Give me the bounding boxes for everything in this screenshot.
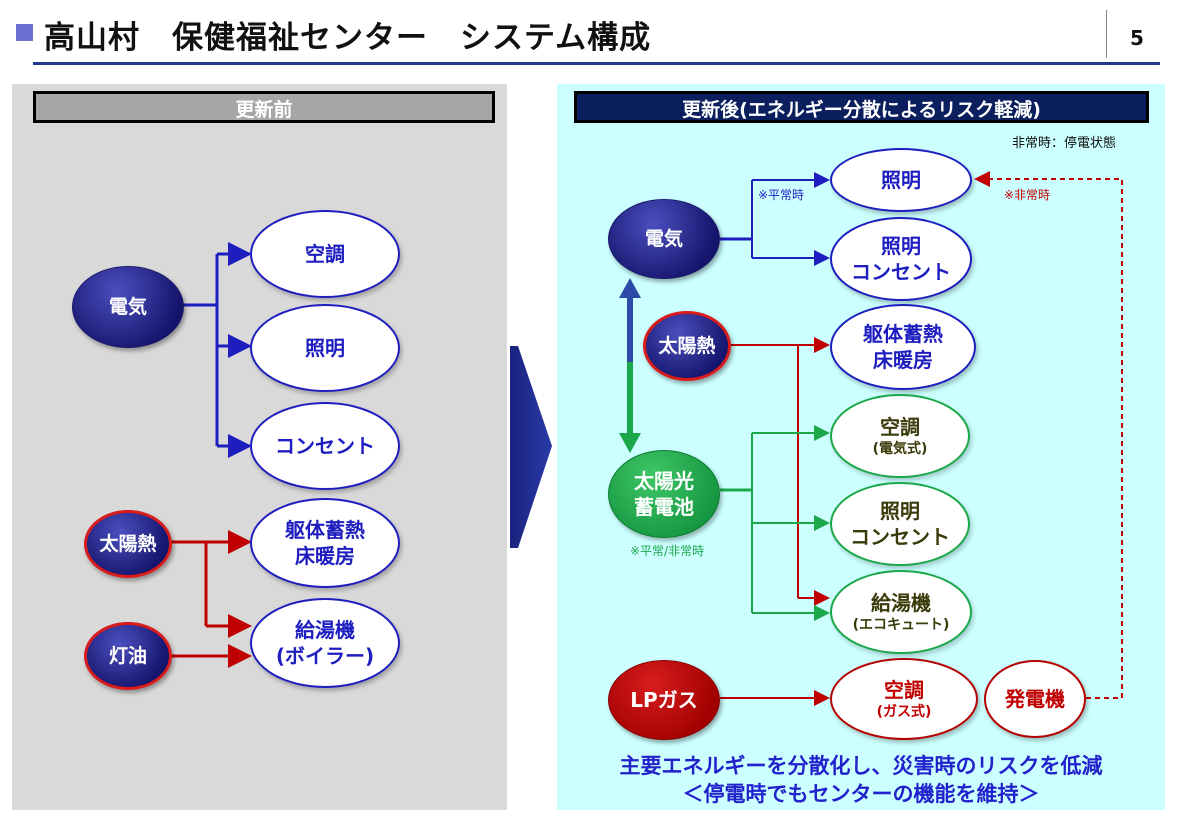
slide-title: 高山村 保健福祉センター システム構成 xyxy=(44,20,652,56)
generator-emergency-connector xyxy=(974,171,1123,699)
after-source-solar-heat: 太陽熱 xyxy=(643,311,731,381)
emergency-state-note: 非常時：停電状態 xyxy=(1012,136,1117,151)
before-header: 更新前 xyxy=(33,91,495,123)
summary-line-1: 主要エネルギーを分散化し、災害時のリスクを低減 xyxy=(619,754,1103,778)
after-target-aircon-electric: 空調 (電気式) xyxy=(830,394,970,478)
after-solar-heat-connectors xyxy=(730,337,830,606)
label: 発電機 xyxy=(1005,687,1065,711)
before-electricity-connectors xyxy=(183,242,252,458)
title-underline xyxy=(33,62,1160,65)
label-line2: コンセント xyxy=(851,260,951,284)
label-line1: 照明 xyxy=(880,499,920,523)
label-line1: 給湯機 xyxy=(871,590,931,615)
label-line1: 照明 xyxy=(881,234,921,258)
after-source-lpgas: LPガス xyxy=(608,660,720,740)
label-line1: 躯体蓄熱 xyxy=(863,322,943,346)
label-line2: 床暖房 xyxy=(295,544,355,568)
after-target-aircon-gas: 空調 (ガス式) xyxy=(830,658,978,740)
after-target-lighting-outlet-pv: 照明 コンセント xyxy=(830,482,970,566)
before-source-electricity: 電気 xyxy=(72,266,184,348)
normal-time-label: ※平常時 xyxy=(758,188,805,202)
label: 太陽熱 xyxy=(99,532,157,555)
after-header: 更新後(エネルギー分散によるリスク軽減) xyxy=(574,91,1149,123)
before-source-solar-heat: 太陽熱 xyxy=(84,510,172,578)
before-target-aircon: 空調 xyxy=(250,210,400,298)
label-line2: 床暖房 xyxy=(873,348,933,372)
after-source-pv-battery: 太陽光 蓄電池 xyxy=(608,450,720,538)
label-line1: 給湯機 xyxy=(295,618,355,642)
before-source-kerosene: 灯油 xyxy=(84,622,172,690)
label-line1: 太陽光 xyxy=(634,469,694,493)
summary-line-2: ＜停電時でもセンターの機能を維持＞ xyxy=(682,782,1040,806)
after-target-floor-heating: 躯体蓄熱 床暖房 xyxy=(830,304,976,390)
grid-battery-link xyxy=(619,278,641,453)
after-target-lighting-outlet: 照明 コンセント xyxy=(830,217,972,301)
after-target-lighting: 照明 xyxy=(830,148,972,212)
label-line2: (ボイラー) xyxy=(275,644,375,668)
label: LPガス xyxy=(630,688,698,712)
page-number: 5 xyxy=(1130,26,1144,50)
emergency-time-label: ※非常時 xyxy=(1004,188,1051,202)
transition-arrow xyxy=(510,346,552,548)
label-line2: 蓄電池 xyxy=(634,495,694,519)
before-target-lighting: 照明 xyxy=(250,304,400,392)
before-target-outlet: コンセント xyxy=(250,402,400,490)
title-bullet-icon xyxy=(16,24,33,41)
label: 電気 xyxy=(108,295,147,318)
label: 空調 xyxy=(305,242,345,266)
label-line2: (電気式) xyxy=(872,440,928,457)
label-line1: 空調 xyxy=(880,414,920,439)
after-electricity-connectors xyxy=(720,172,830,266)
label: 電気 xyxy=(644,227,683,250)
label: 照明 xyxy=(305,336,345,360)
label: 灯油 xyxy=(108,644,147,667)
before-heat-connectors xyxy=(170,530,252,668)
label: 照明 xyxy=(881,168,921,192)
page-number-divider xyxy=(1106,10,1107,58)
label-line2: (ガス式) xyxy=(876,703,932,720)
before-target-water-heater: 給湯機 (ボイラー) xyxy=(250,598,400,688)
before-target-floor-heating: 躯体蓄熱 床暖房 xyxy=(250,498,400,588)
label: コンセント xyxy=(275,434,375,458)
label: 太陽熱 xyxy=(658,334,716,357)
label-line2: (エコキュート) xyxy=(852,616,950,633)
title-bar: 高山村 保健福祉センター システム構成 5 xyxy=(0,0,1192,70)
after-source-electricity: 電気 xyxy=(608,199,720,279)
after-pv-connectors xyxy=(720,425,830,621)
normal-emergency-label: ※平常/非常時 xyxy=(630,544,705,558)
label-line1: 空調 xyxy=(884,677,924,702)
after-target-water-heater: 給湯機 (エコキュート) xyxy=(830,570,972,654)
label-line1: 躯体蓄熱 xyxy=(285,518,365,542)
label-line2: コンセント xyxy=(850,525,950,549)
after-target-generator: 発電機 xyxy=(984,660,1086,738)
